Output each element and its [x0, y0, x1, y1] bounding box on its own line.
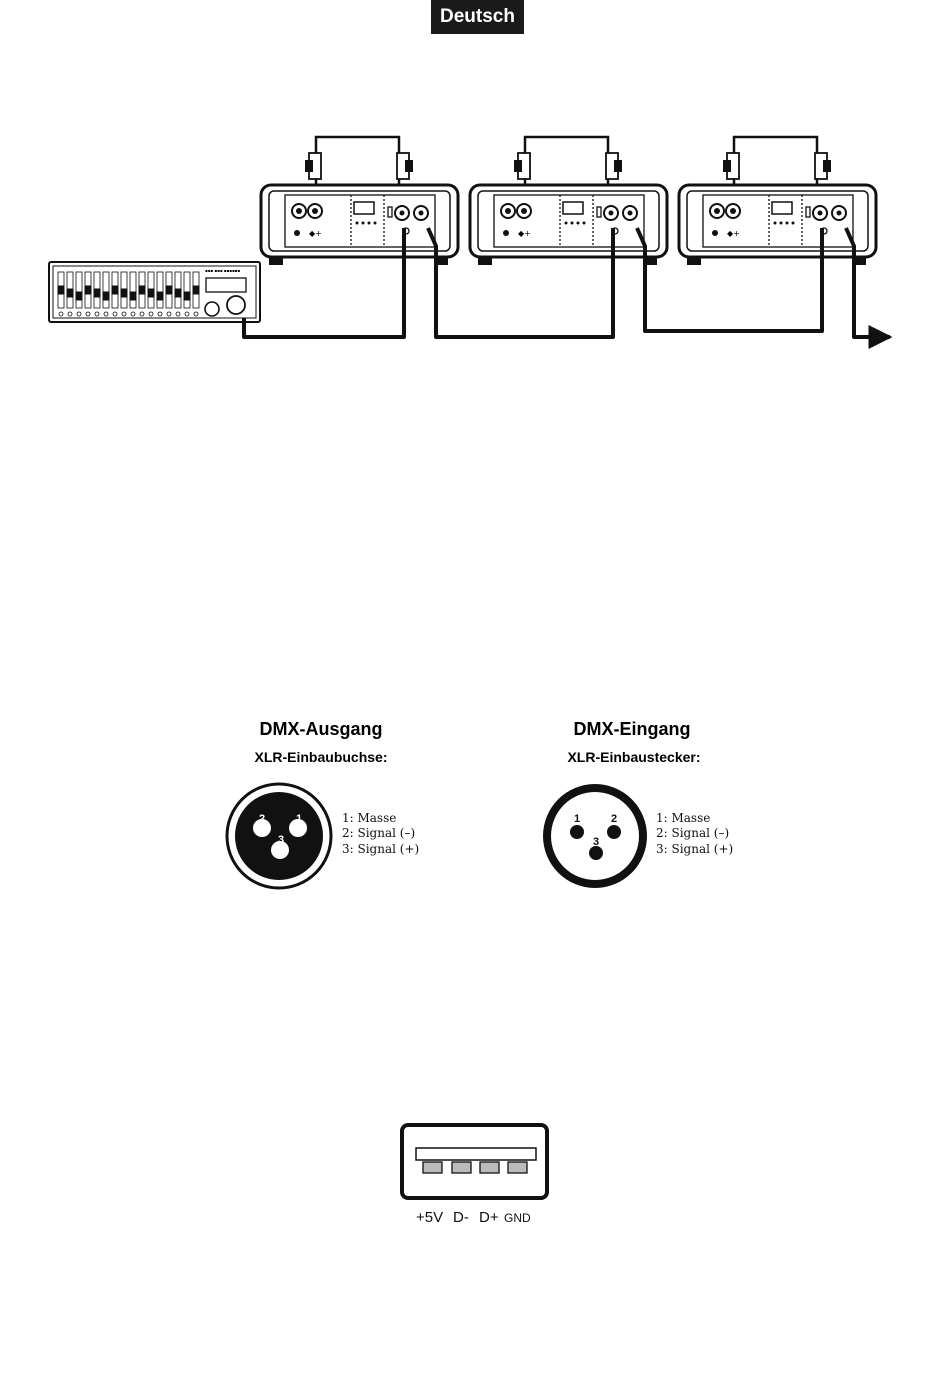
- usb-pin-label: GND: [504, 1211, 531, 1225]
- fixture-1: [261, 137, 458, 265]
- usb-pin-label: +5V: [416, 1209, 443, 1226]
- pin-legend: 3: Signal (+): [342, 842, 419, 856]
- fixture-3: [679, 137, 876, 265]
- usb-pin-label: D-: [453, 1209, 469, 1226]
- pin-legend: 2: Signal (–): [342, 826, 415, 840]
- usb-connector-diagram: [402, 1125, 547, 1198]
- pin-legend: 3: Signal (+): [656, 842, 733, 856]
- xlr-socket-diagram: 2 1 3: [227, 784, 331, 888]
- svg-text:▪▪▪ ▪▪▪ ▪▪▪▪▪▪: ▪▪▪ ▪▪▪ ▪▪▪▪▪▪: [205, 268, 240, 273]
- pin-legend: 1: Masse: [656, 811, 710, 825]
- pin-legend: 2: Signal (–): [656, 826, 729, 840]
- dmx-controller: ▪▪▪ ▪▪▪ ▪▪▪▪▪▪: [49, 262, 260, 322]
- dmx-output-subtitle: XLR-Einbaubuchse:: [254, 749, 387, 765]
- pin-number: 1: [296, 813, 302, 825]
- pin-number: 2: [259, 813, 265, 825]
- xlr-plug-diagram: 1 2 3: [543, 784, 647, 888]
- pin-number: 2: [611, 813, 617, 825]
- dmx-input-subtitle: XLR-Einbaustecker:: [567, 749, 700, 765]
- pin-legend: 1: Masse: [342, 811, 396, 825]
- fixture-2: [470, 137, 667, 265]
- pin-number: 1: [574, 813, 580, 825]
- dmx-output-title: DMX-Ausgang: [260, 719, 383, 739]
- pin-number: 3: [278, 834, 284, 846]
- usb-pin-label: D+: [479, 1209, 499, 1226]
- dmx-input-title: DMX-Eingang: [574, 719, 691, 739]
- pin-number: 3: [593, 836, 599, 848]
